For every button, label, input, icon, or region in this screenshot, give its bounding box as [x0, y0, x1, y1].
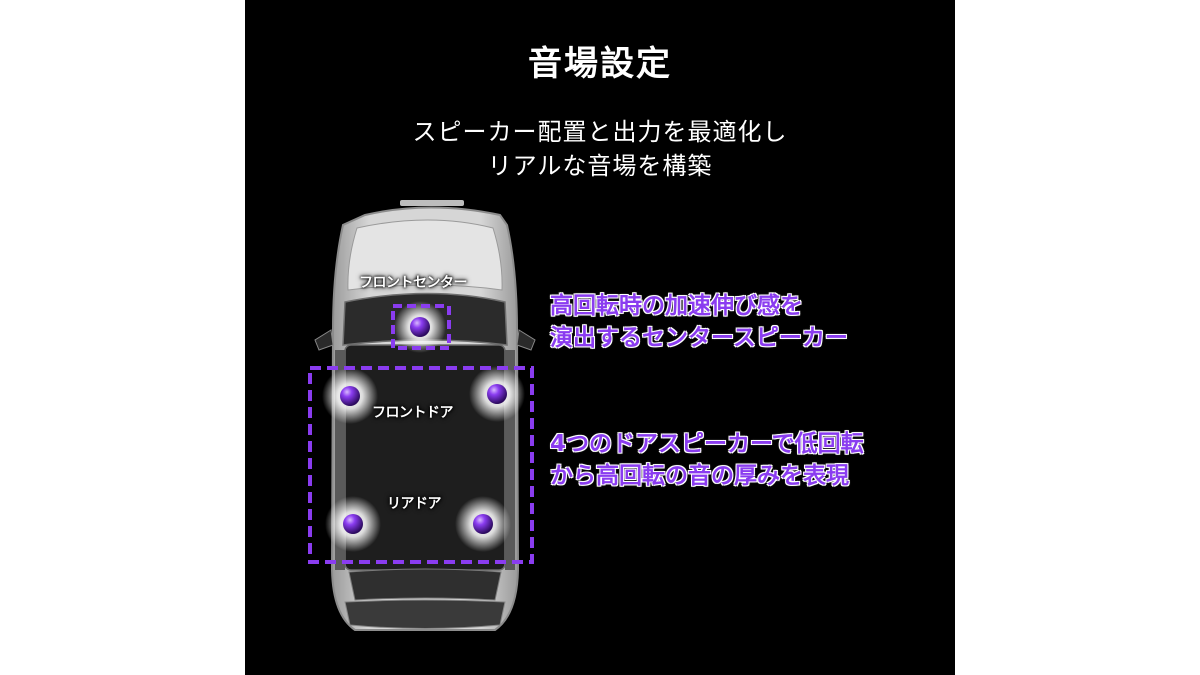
car-top-view-diagram [308, 200, 536, 631]
front-left-door-speaker [322, 368, 378, 424]
center-callout-line-2: 演出するセンタースピーカー [550, 325, 848, 351]
content-panel: 音場設定 スピーカー配置と出力を最適化し リアルな音場を構築 [245, 0, 955, 675]
front-door-label: フロントドア [372, 405, 454, 421]
doors-callout-line-1: 4つのドアスピーカーで低回転 [550, 431, 864, 457]
center-speaker-callout: 高回転時の加速伸び感を 演出するセンタースピーカー [550, 290, 848, 354]
rear-door-label: リアドア [387, 496, 442, 512]
front-right-door-speaker [469, 366, 525, 422]
rear-left-door-speaker [325, 496, 381, 552]
rear-right-door-speaker [455, 496, 511, 552]
center-callout-line-1: 高回転時の加速伸び感を [550, 293, 803, 319]
doors-callout-line-2: から高回転の音の厚みを表現 [550, 463, 849, 489]
door-speakers-callout: 4つのドアスピーカーで低回転 から高回転の音の厚みを表現 [550, 428, 864, 492]
subtitle-line-2: リアルな音場を構築 [487, 152, 713, 180]
front-center-label: フロントセンター [359, 275, 468, 291]
front-center-speaker [394, 301, 446, 353]
door-speakers-zone [308, 366, 534, 564]
subtitle-line-1: スピーカー配置と出力を最適化し [412, 118, 788, 146]
front-center-zone [391, 304, 451, 350]
page-title: 音場設定 [528, 44, 672, 84]
